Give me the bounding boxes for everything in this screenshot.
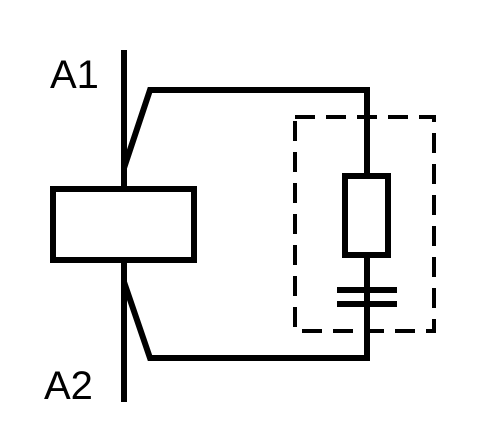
resistor-symbol [342,173,391,258]
lower-lead-wire [121,281,370,361]
terminal-label-a2: A2 [44,364,93,408]
upper-lead-wire [121,87,370,176]
coil-symbol [50,186,197,263]
terminal-label-a1: A1 [50,53,99,97]
